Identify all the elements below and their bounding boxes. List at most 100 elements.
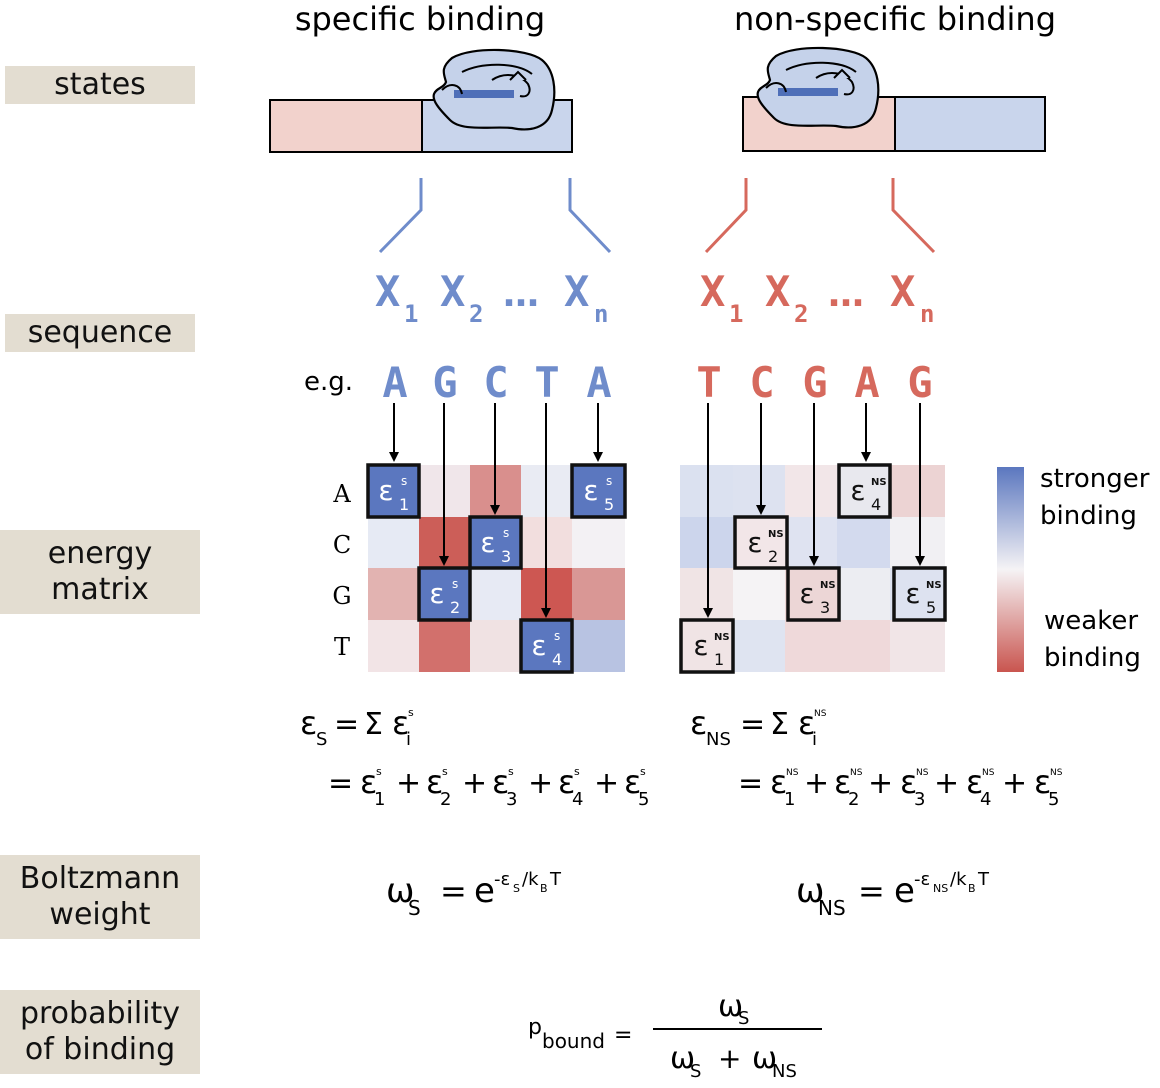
row-label-t: T — [334, 633, 350, 661]
header-nonspecific: non-specific binding — [734, 0, 1056, 38]
svg-text:bound: bound — [542, 1029, 605, 1053]
seq-subn-specific: n — [594, 300, 608, 328]
svg-text:ε: ε — [392, 704, 409, 742]
svg-text:5: 5 — [638, 789, 649, 810]
label-boltzmann-weight: Boltzmann weight — [0, 855, 200, 939]
svg-text:=: = — [614, 1023, 632, 1048]
colorbar-label-weaker: weaker — [1044, 606, 1138, 636]
svg-text:NS: NS — [871, 477, 887, 488]
svg-text:/k: /k — [950, 869, 967, 890]
svg-text:s: s — [574, 765, 580, 778]
label-energy-matrix: energy matrix — [0, 530, 200, 614]
protein-specific — [432, 48, 556, 131]
svg-text:ε: ε — [747, 526, 762, 559]
base-nonspecific-5: G — [907, 358, 932, 407]
svg-text:s: s — [606, 474, 612, 488]
eps-ns-3: ε NS 3 — [786, 566, 841, 622]
svg-text:-ε: -ε — [914, 869, 930, 890]
matrix-row-labels: A C G T — [332, 480, 351, 661]
svg-text:ε: ε — [905, 577, 920, 610]
seq-sub2-nonspecific: 2 — [794, 300, 808, 328]
boltzmann-nonspecific: ω NS = e -ε NS /k B T — [796, 869, 990, 920]
eg-label: e.g. — [304, 367, 353, 397]
equation-sum-specific: ε S = Σ ε s i = ε s 1 + ε s 2 + ε s 3 + … — [300, 704, 649, 810]
colorbar-label-stronger-2: binding — [1040, 501, 1137, 531]
svg-text:4: 4 — [871, 495, 881, 514]
seq-subn-nonspecific: n — [920, 300, 934, 328]
svg-text:ε: ε — [492, 763, 509, 801]
svg-text:S: S — [513, 882, 520, 895]
epsilon-boxes-specific: ε s 1 ε s 5 ε s 3 ε s 2 ε s 4 — [366, 463, 627, 674]
epsilon-boxes-nonspecific: ε NS 4 ε NS 2 ε NS 3 ε NS 5 ε NS 1 — [679, 463, 947, 674]
row-label-c: C — [333, 531, 351, 559]
svg-text:ε: ε — [690, 704, 707, 742]
eps-ns-4: ε NS 4 — [837, 463, 892, 519]
base-nonspecific-3: G — [802, 358, 827, 407]
seq-sub2-specific: 2 — [469, 300, 483, 328]
svg-text:i: i — [812, 729, 817, 750]
svg-text:2: 2 — [450, 598, 460, 617]
svg-text:ε: ε — [834, 763, 851, 801]
protein-nonspecific — [756, 46, 880, 129]
svg-text:B: B — [968, 882, 976, 895]
svg-text:+: + — [868, 766, 893, 801]
svg-text:s: s — [640, 765, 646, 778]
svg-text:=: = — [858, 872, 885, 910]
sequence-nonspecific: X 1 X 2 … X n — [700, 267, 934, 328]
svg-text:ε: ε — [770, 763, 787, 801]
svg-text:ε: ε — [480, 526, 495, 559]
seq-sub1-specific: 1 — [404, 300, 418, 328]
svg-text:+: + — [462, 766, 487, 801]
header-specific: specific binding — [295, 0, 545, 38]
svg-text:+: + — [718, 1042, 741, 1075]
eps-s-2: ε s 2 — [417, 566, 472, 622]
svg-text:ε: ε — [426, 763, 443, 801]
eps-s-4: ε s 4 — [519, 618, 574, 674]
svg-text:T: T — [549, 869, 562, 890]
eps-ns-2: ε NS 2 — [733, 515, 789, 570]
colorbar — [997, 467, 1024, 672]
svg-text:ω: ω — [752, 1041, 777, 1076]
row-label-a: A — [332, 480, 351, 508]
svg-text:NS: NS — [850, 768, 863, 778]
label-sequence-text: sequence — [27, 315, 173, 350]
svg-text:+: + — [1002, 766, 1027, 801]
label-boltzmann-text: Boltzmann weight — [19, 861, 181, 932]
svg-text:=: = — [740, 707, 765, 742]
label-states-text: states — [54, 67, 146, 102]
svg-text:4: 4 — [980, 789, 991, 810]
svg-text:=: = — [328, 766, 353, 801]
svg-text:2: 2 — [440, 789, 451, 810]
svg-text:ε: ε — [900, 763, 917, 801]
svg-text:Σ: Σ — [770, 707, 789, 742]
svg-text:e: e — [894, 871, 915, 911]
base-specific-3: C — [483, 358, 508, 407]
colorbar-label-weaker-2: binding — [1044, 643, 1141, 673]
svg-text:ε: ε — [850, 474, 865, 507]
svg-text:NS: NS — [1050, 768, 1063, 778]
svg-text:Σ: Σ — [364, 707, 383, 742]
svg-text:ε: ε — [378, 474, 393, 507]
svg-text:B: B — [540, 882, 548, 895]
eps-ns-1: ε NS 1 — [679, 618, 735, 674]
svg-text:p: p — [528, 1015, 542, 1040]
seq-sub1-nonspecific: 1 — [729, 300, 743, 328]
svg-text:ε: ε — [583, 474, 598, 507]
svg-text:s: s — [442, 765, 448, 778]
svg-text:ω: ω — [670, 1041, 695, 1076]
svg-text:5: 5 — [926, 598, 936, 617]
svg-text:ε: ε — [558, 763, 575, 801]
svg-text:ε: ε — [531, 629, 546, 662]
colorbar-labels: stronger binding weaker binding — [1040, 464, 1150, 673]
svg-text:1: 1 — [714, 650, 724, 669]
arrows-nonspecific — [703, 403, 925, 618]
seq-dots-specific: … — [503, 274, 539, 315]
svg-text:ε: ε — [799, 577, 814, 610]
svg-text:ε: ε — [1034, 763, 1051, 801]
seq-x2-nonspecific: X — [765, 267, 790, 316]
svg-text:ε: ε — [300, 704, 317, 742]
svg-text:5: 5 — [1048, 789, 1059, 810]
svg-text:3: 3 — [820, 598, 830, 617]
svg-text:3: 3 — [506, 789, 517, 810]
